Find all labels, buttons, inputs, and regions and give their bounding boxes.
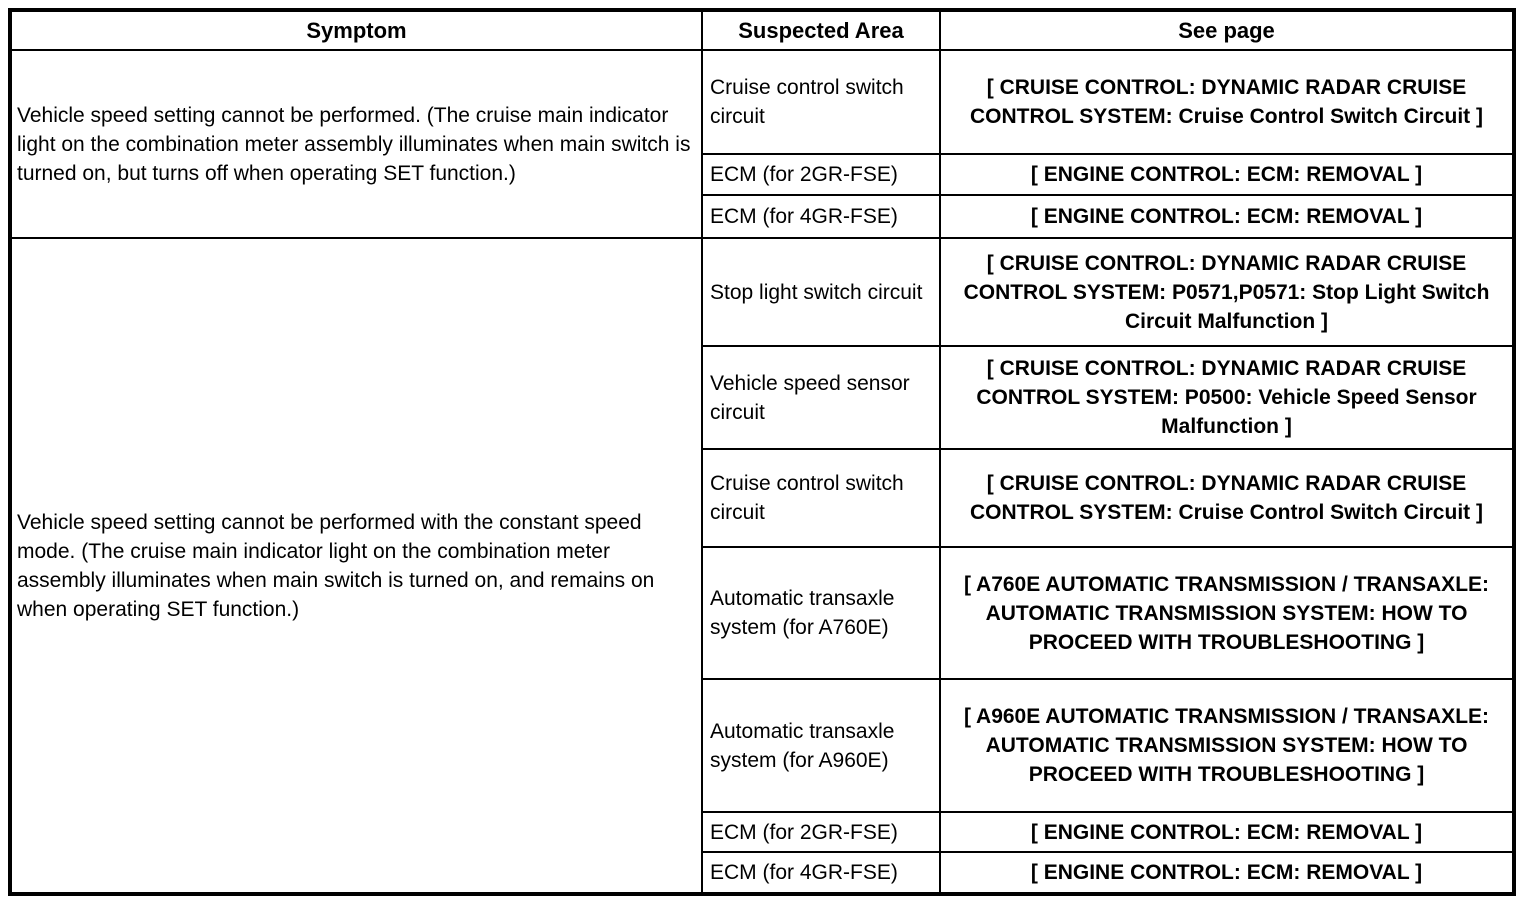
table-row: Automatic transaxle system (for A960E)[ …: [10, 678, 1515, 813]
suspected-area-cell: ECM (for 4GR-FSE): [701, 194, 941, 239]
suspected-area-cell: Vehicle speed sensor circuit: [701, 345, 941, 450]
see-page-reference: [ CRUISE CONTROL: DYNAMIC RADAR CRUISE C…: [939, 345, 1515, 450]
suspected-area-cell: ECM (for 2GR-FSE): [701, 811, 941, 853]
suspected-area-cell: ECM (for 4GR-FSE): [701, 851, 941, 895]
see-page-reference: [ ENGINE CONTROL: ECM: REMOVAL ]: [939, 851, 1515, 895]
table-row: ECM (for 4GR-FSE)[ ENGINE CONTROL: ECM: …: [10, 194, 1515, 239]
see-page-reference: [ A960E AUTOMATIC TRANSMISSION / TRANSAX…: [939, 678, 1515, 813]
suspected-area-cell: Cruise control switch circuit: [701, 49, 941, 155]
table-row: Vehicle speed setting cannot be performe…: [9, 49, 1515, 239]
symptom-cell: Vehicle speed setting cannot be performe…: [9, 49, 703, 239]
suspected-area-cell: ECM (for 2GR-FSE): [701, 153, 941, 196]
column-header-symptom: Symptom: [9, 9, 703, 51]
see-page-reference: [ ENGINE CONTROL: ECM: REMOVAL ]: [939, 811, 1515, 853]
suspected-area-cell: Stop light switch circuit: [701, 237, 941, 347]
suspected-area-cell: Automatic transaxle system (for A960E): [701, 678, 941, 813]
table-row: Automatic transaxle system (for A760E)[ …: [10, 546, 1515, 680]
table-row: ECM (for 2GR-FSE)[ ENGINE CONTROL: ECM: …: [10, 811, 1515, 853]
symptom-cell: Vehicle speed setting cannot be performe…: [9, 237, 703, 895]
table-row: ECM (for 2GR-FSE)[ ENGINE CONTROL: ECM: …: [10, 153, 1515, 196]
see-page-reference: [ A760E AUTOMATIC TRANSMISSION / TRANSAX…: [939, 546, 1515, 680]
see-page-reference: [ ENGINE CONTROL: ECM: REMOVAL ]: [939, 153, 1515, 196]
see-page-reference: [ ENGINE CONTROL: ECM: REMOVAL ]: [939, 194, 1515, 239]
suspected-area-cell: Cruise control switch circuit: [701, 448, 941, 548]
table-row: Vehicle speed setting cannot be performe…: [9, 237, 1515, 895]
see-page-reference: [ CRUISE CONTROL: DYNAMIC RADAR CRUISE C…: [939, 49, 1515, 155]
column-header-suspected-area: Suspected Area: [701, 9, 941, 51]
column-header-see-page: See page: [939, 9, 1515, 51]
table-row: ECM (for 4GR-FSE)[ ENGINE CONTROL: ECM: …: [10, 851, 1515, 895]
troubleshooting-table: Symptom Suspected Area See page Vehicle …: [8, 8, 1516, 896]
header-row: Symptom Suspected Area See page: [9, 9, 1515, 51]
see-page-reference: [ CRUISE CONTROL: DYNAMIC RADAR CRUISE C…: [939, 448, 1515, 548]
table-row: Cruise control switch circuit[ CRUISE CO…: [10, 448, 1515, 548]
table-body: Vehicle speed setting cannot be performe…: [9, 49, 1515, 895]
table-row: Vehicle speed sensor circuit[ CRUISE CON…: [10, 345, 1515, 450]
suspected-area-cell: Automatic transaxle system (for A760E): [701, 546, 941, 680]
see-page-reference: [ CRUISE CONTROL: DYNAMIC RADAR CRUISE C…: [939, 237, 1515, 347]
